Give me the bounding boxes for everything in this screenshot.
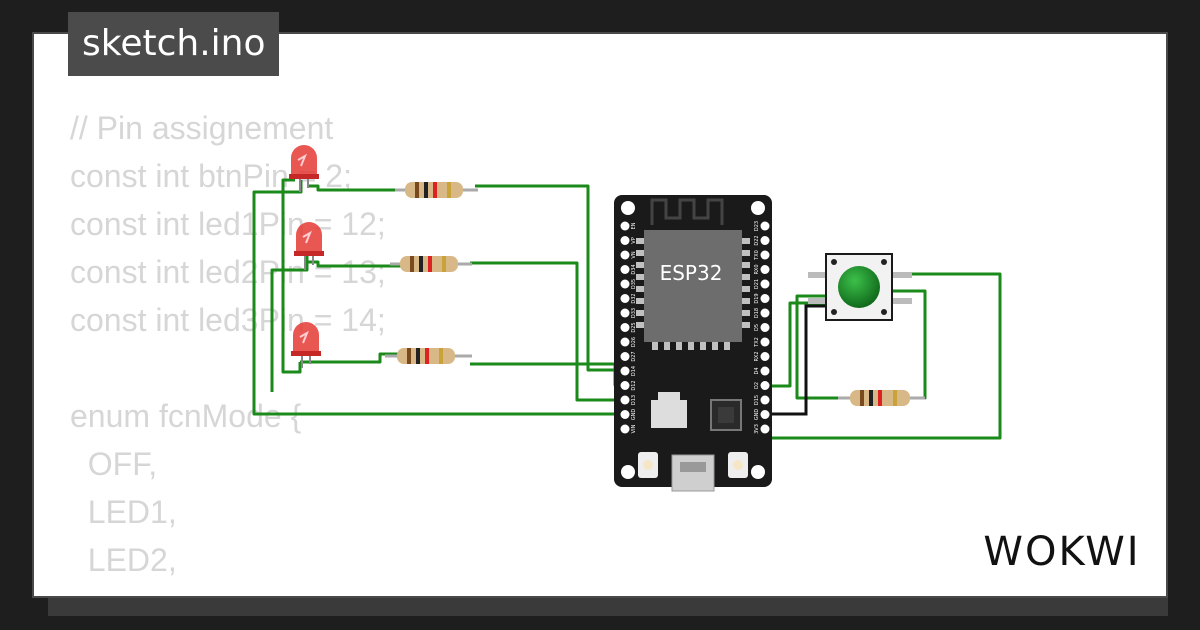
- pin[interactable]: [620, 294, 630, 303]
- wires: [252, 178, 1002, 440]
- pin[interactable]: [760, 323, 770, 332]
- card-shadow: [48, 596, 1168, 616]
- code-line: LED1,: [70, 494, 177, 530]
- pin-label: D26: [631, 337, 637, 347]
- pin[interactable]: [760, 395, 770, 405]
- led-red[interactable]: [291, 322, 321, 368]
- pin[interactable]: [760, 352, 770, 361]
- pin-label: D2: [754, 382, 760, 389]
- pin[interactable]: [620, 352, 630, 361]
- wire: [307, 184, 405, 192]
- file-tab[interactable]: sketch.ino: [68, 12, 280, 76]
- pin[interactable]: [760, 265, 770, 274]
- resistor[interactable]: [385, 348, 472, 364]
- pin[interactable]: [760, 410, 770, 419]
- pin-label: TX0: [754, 250, 760, 261]
- pin-label: D18: [754, 308, 760, 318]
- wokwi-logo: WOKWI: [983, 529, 1140, 575]
- pin[interactable]: [760, 366, 770, 376]
- wire: [795, 294, 838, 400]
- code-line: LED2,: [70, 542, 177, 578]
- code-line: const int led3Pin = 14;: [70, 302, 386, 338]
- pin-label: D35: [631, 279, 637, 289]
- pin-label: VN: [631, 251, 637, 258]
- wire: [300, 352, 400, 364]
- wire: [892, 289, 927, 400]
- wire: [470, 261, 625, 402]
- pin-label: D15: [754, 395, 760, 405]
- pin[interactable]: [760, 381, 770, 390]
- pin[interactable]: [760, 294, 770, 303]
- pin-label: 3V3: [754, 424, 760, 434]
- pin-label: EN: [631, 222, 637, 229]
- pin-label: D12: [631, 380, 637, 390]
- pin[interactable]: [620, 236, 630, 245]
- code-line: OFF,: [70, 446, 158, 482]
- pin-label: D21: [754, 279, 760, 289]
- led-red[interactable]: [289, 145, 319, 192]
- pin-label: D19: [754, 293, 760, 303]
- pin[interactable]: [620, 308, 630, 318]
- pin-label: D25: [631, 322, 637, 332]
- pin[interactable]: [620, 410, 630, 419]
- wire: [281, 178, 302, 374]
- board-label: ESP32: [660, 261, 723, 285]
- button-cap[interactable]: [838, 266, 880, 308]
- pin[interactable]: [760, 337, 770, 347]
- wire: [252, 180, 625, 416]
- code-line: const int led1Pin = 12;: [70, 206, 386, 242]
- pin-label: VIN: [631, 424, 637, 433]
- resistor[interactable]: [838, 390, 925, 406]
- pin-label: D32: [631, 293, 637, 303]
- pin[interactable]: [620, 323, 630, 332]
- esp32-board[interactable]: ESP32 ENVPVND34D35D32D33D25D26D27D14D12D…: [614, 195, 772, 492]
- resistor[interactable]: [390, 256, 472, 272]
- pin-label: D5: [754, 324, 760, 331]
- pin-label: GND: [631, 409, 637, 421]
- led-red[interactable]: [294, 222, 324, 270]
- pin-label: D23: [754, 221, 760, 231]
- pin[interactable]: [760, 308, 770, 318]
- pin-label: D34: [631, 264, 637, 274]
- pin[interactable]: [760, 250, 770, 260]
- pin[interactable]: [760, 424, 770, 434]
- pin[interactable]: [760, 221, 770, 231]
- pin[interactable]: [760, 279, 770, 289]
- svg-text:WOKWI: WOKWI: [983, 529, 1140, 575]
- pin-label: RX2: [754, 351, 760, 361]
- wire-black: [765, 304, 826, 416]
- code-line: enum fcnMode {: [70, 398, 302, 434]
- wire: [470, 362, 625, 387]
- pushbutton[interactable]: [808, 253, 912, 321]
- pin[interactable]: [620, 279, 630, 289]
- pin-label: VP: [631, 237, 637, 243]
- pin[interactable]: [620, 424, 630, 434]
- pin[interactable]: [620, 366, 630, 376]
- pin-label: D33: [631, 308, 637, 318]
- pin-label: D4: [754, 367, 760, 374]
- pin[interactable]: [620, 337, 630, 347]
- pin[interactable]: [620, 250, 630, 260]
- pin-label: GND: [754, 409, 760, 421]
- pin[interactable]: [620, 221, 630, 231]
- wire: [475, 184, 625, 372]
- pin-label: D27: [631, 351, 637, 361]
- preview-card: // Pin assignement const int btnPin = 2;…: [32, 32, 1168, 598]
- pin-label: D14: [631, 366, 637, 376]
- resistor[interactable]: [395, 182, 478, 198]
- pin-label: RX0: [754, 264, 760, 274]
- pin[interactable]: [760, 236, 770, 245]
- pin-label: D22: [754, 235, 760, 245]
- pin-label: D13: [631, 395, 637, 405]
- code-line: LED3,: [70, 584, 386, 596]
- pin[interactable]: [620, 265, 630, 274]
- code-line: // Pin assignement: [70, 110, 334, 146]
- pin-label: TX2: [754, 337, 760, 348]
- pin[interactable]: [620, 381, 630, 390]
- pin[interactable]: [620, 395, 630, 405]
